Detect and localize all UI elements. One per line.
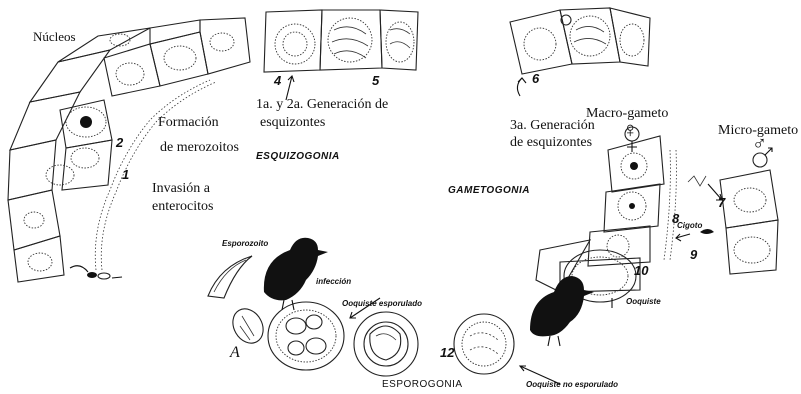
label-invasion-2: enterocitos — [152, 200, 213, 215]
label-esporozoito: Esporozoito — [222, 240, 268, 248]
stage-number-6: 6 — [532, 72, 539, 86]
top-schizont-cells — [264, 10, 418, 100]
label-gen3-2: de esquizontes — [510, 136, 592, 151]
label-infeccion: infección — [316, 278, 351, 286]
label-ooquiste: Ooquiste — [626, 298, 661, 306]
stage-number-5: 5 — [372, 74, 379, 88]
label-cigoto: Cigoto — [677, 222, 702, 230]
stage-number-4: 4 — [274, 74, 281, 88]
label-formacion: Formación — [158, 116, 219, 131]
stage-number-7: 7 — [718, 196, 725, 210]
label-ooquiste-esporulado: Ooquiste esporulado — [342, 300, 422, 308]
label-ooquiste-no-esporulado: Ooquiste no esporulado — [526, 381, 618, 389]
male-symbol: ♂ — [752, 134, 767, 155]
label-invasion-1: Invasión a — [152, 182, 210, 197]
female-symbol: ♀ — [622, 118, 639, 141]
label-gen3-1: 3a. Generación — [510, 119, 595, 134]
stage-number-10: 10 — [634, 264, 648, 278]
stage-letter-a: A — [230, 345, 240, 362]
stage-number-8: 8 — [672, 212, 679, 226]
stage-number-1: 1 — [122, 168, 129, 182]
third-generation-cells — [510, 8, 650, 96]
chicks — [264, 238, 594, 346]
label-merozoitos: de merozoitos — [160, 141, 239, 156]
stage-number-9: 9 — [690, 248, 697, 262]
label-gen2-1: 1a. y 2a. Generación de — [256, 98, 388, 113]
stage-number-2: 2 — [116, 136, 123, 150]
oocysts — [208, 256, 560, 384]
stage-number-12: 12 — [440, 346, 454, 360]
label-nucleos: Núcleos — [33, 30, 76, 44]
label-gametogonia: GAMETOGONIA — [448, 186, 530, 197]
label-gen2-2: esquizontes — [260, 116, 325, 131]
label-esquizogonia: ESQUIZOGONIA — [256, 152, 340, 163]
label-esporogonia: ESPOROGONIA — [382, 380, 463, 391]
